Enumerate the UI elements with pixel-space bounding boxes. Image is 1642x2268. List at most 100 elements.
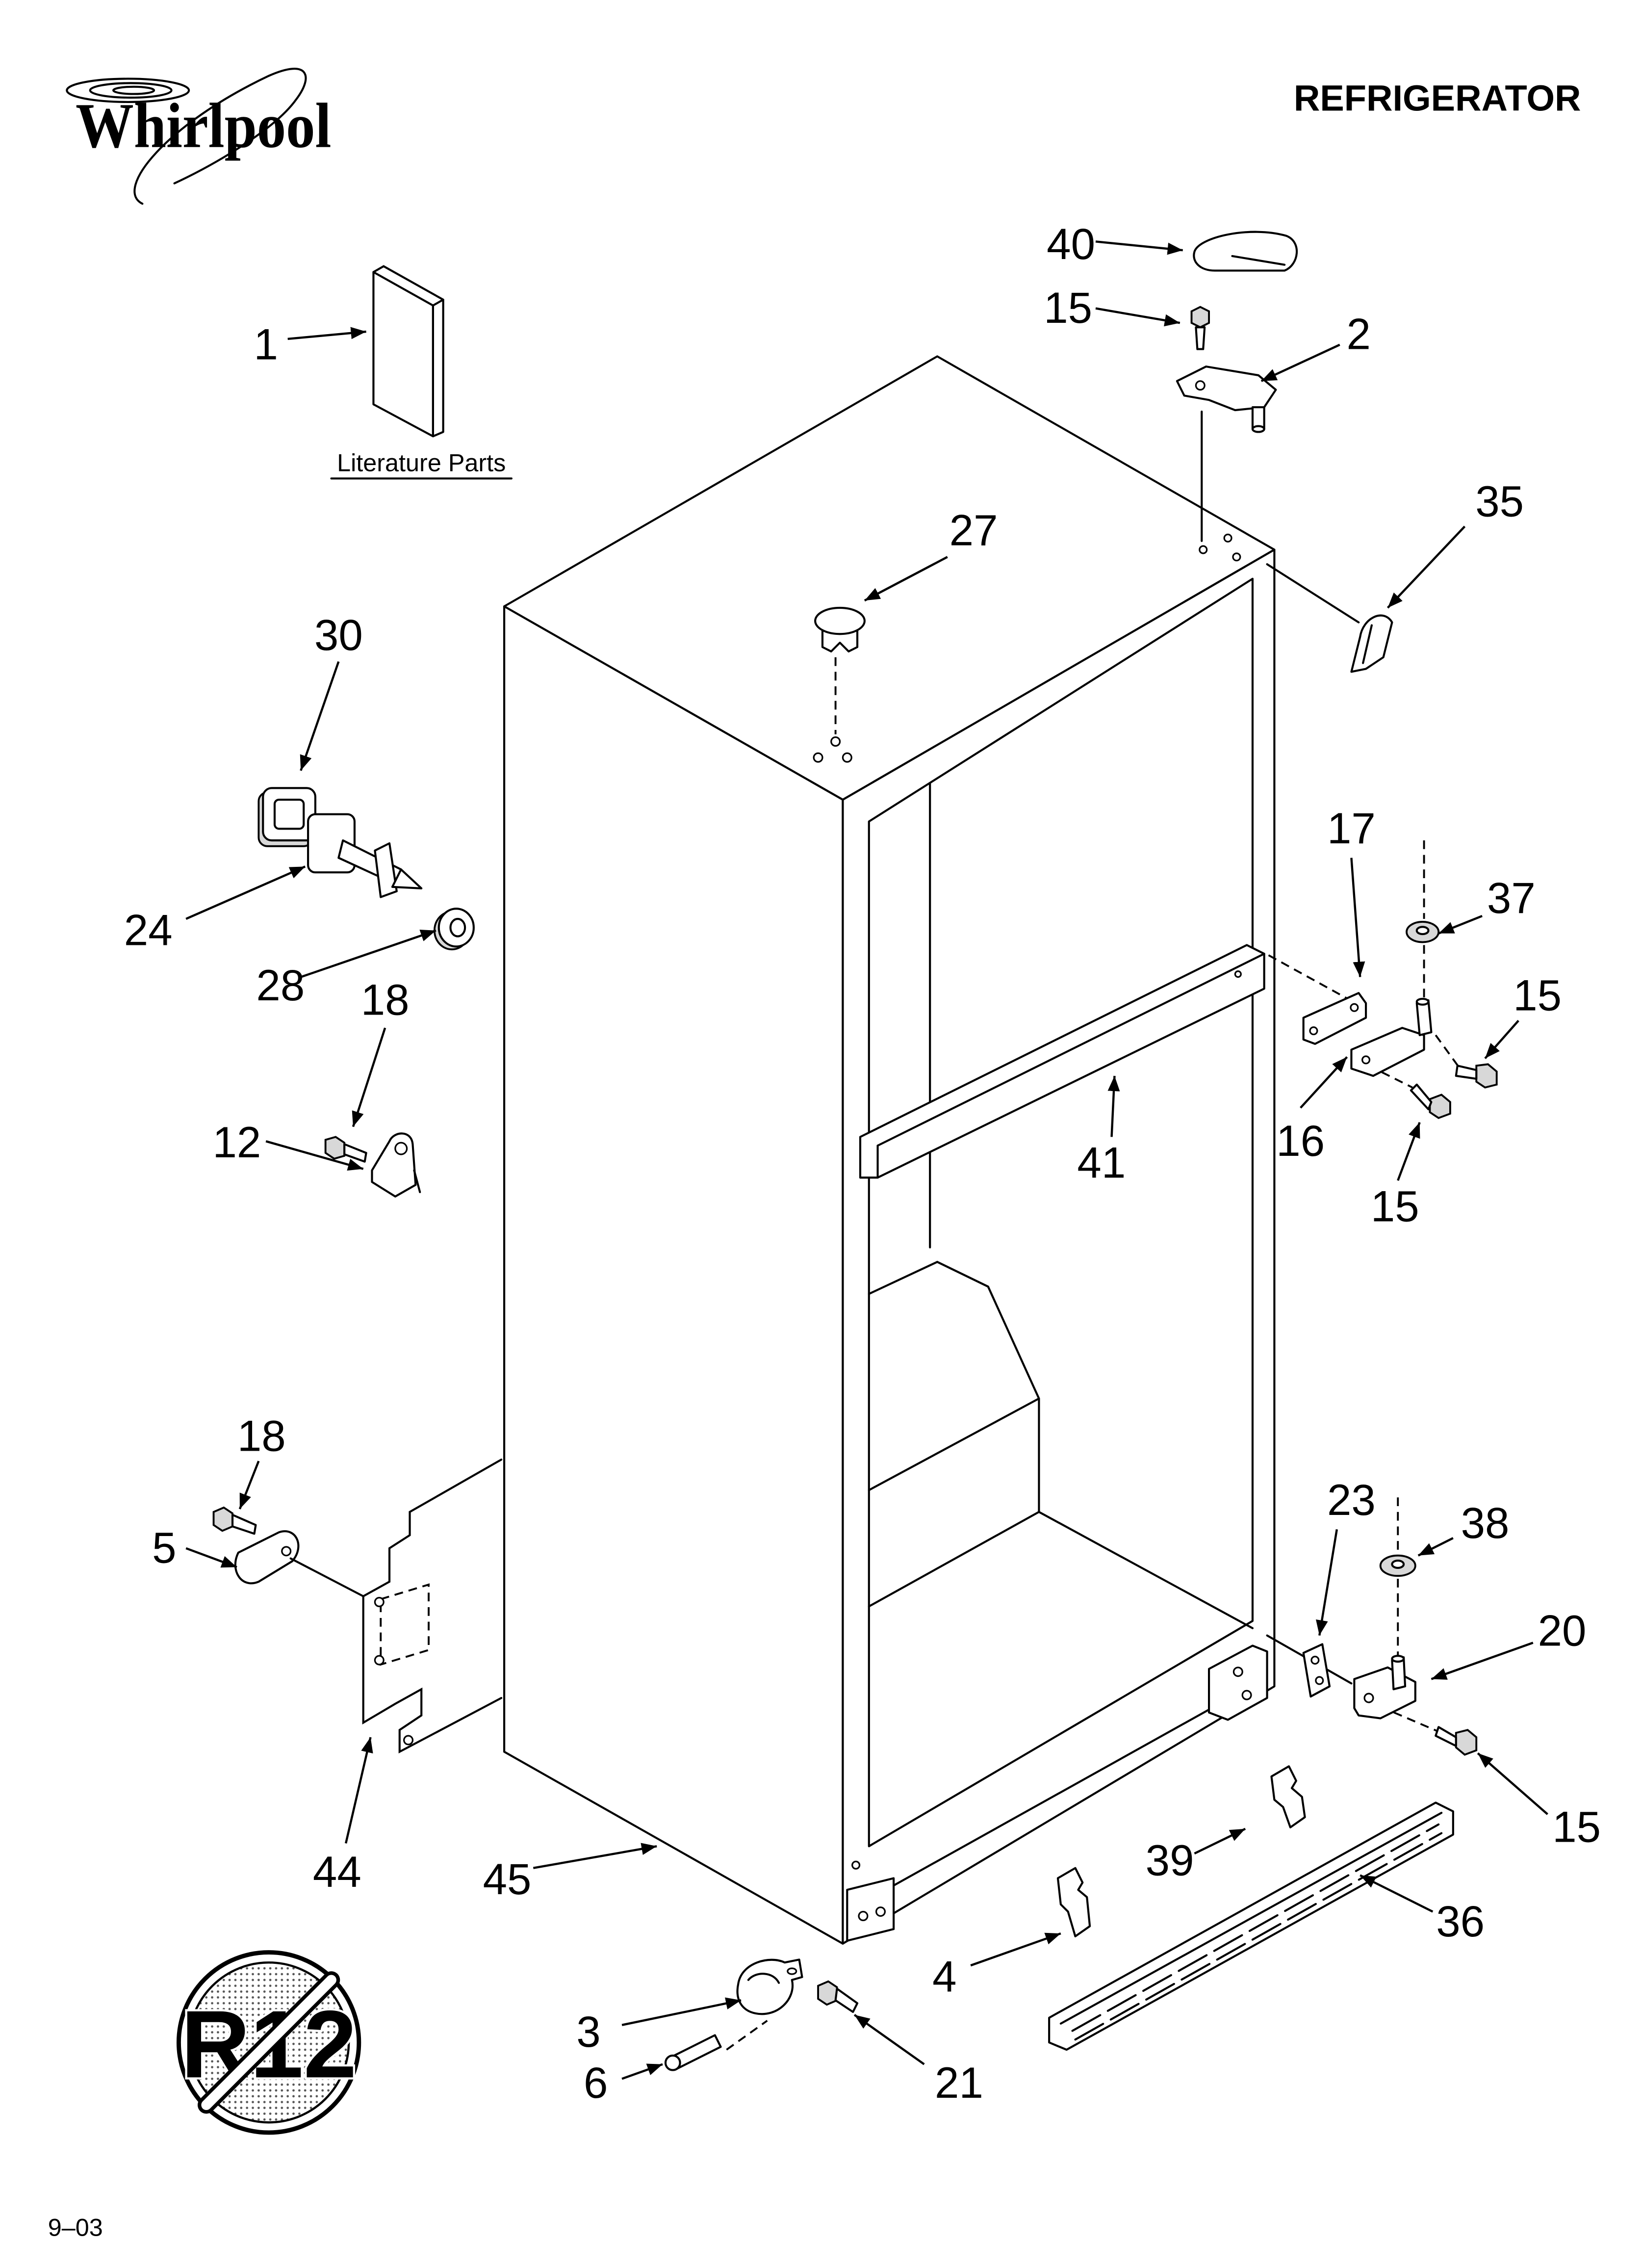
pin-head bbox=[664, 2054, 681, 2071]
screw-shank bbox=[1435, 1726, 1457, 1747]
callout-label-41: 41 bbox=[1077, 1138, 1126, 1187]
callout-label-17: 17 bbox=[1327, 804, 1376, 853]
callout-arrow-17 bbox=[1350, 858, 1365, 977]
callout-arrow-36 bbox=[1360, 1874, 1434, 1913]
shim-hole bbox=[1350, 1003, 1359, 1012]
cabinet-interior-edge-1 bbox=[868, 1397, 1040, 1491]
callout-arrow-39 bbox=[1194, 1827, 1246, 1855]
cabinet-top-hole bbox=[1199, 545, 1208, 554]
callout-arrow-35 bbox=[1386, 525, 1466, 609]
callout-label-21: 21 bbox=[935, 2059, 983, 2107]
bracket-hole bbox=[394, 1142, 408, 1155]
part-35-top-trim bbox=[1266, 563, 1393, 673]
hinge-hole bbox=[1195, 380, 1206, 391]
callout-arrow-3 bbox=[621, 1997, 742, 2026]
booklet-top-edge bbox=[372, 265, 444, 301]
callout-label-36: 36 bbox=[1436, 1897, 1485, 1946]
screw-shank bbox=[1195, 326, 1206, 350]
part-24-shaft-assembly bbox=[307, 813, 423, 898]
shaft-flange bbox=[374, 842, 398, 898]
part-2-top-hinge bbox=[1176, 365, 1277, 542]
part-44-side-panel bbox=[362, 1459, 503, 1754]
callout-arrow-40 bbox=[1095, 240, 1183, 255]
part-1-literature bbox=[372, 265, 444, 438]
callout-label-28: 28 bbox=[256, 961, 305, 1010]
page-title: REFRIGERATOR bbox=[1294, 78, 1581, 119]
part-21-screw bbox=[817, 1980, 859, 2013]
panel-hole bbox=[403, 1735, 414, 1746]
mount-hole bbox=[1241, 1690, 1252, 1700]
clamp-alignment-line bbox=[289, 1557, 364, 1597]
screw-shank bbox=[231, 1513, 257, 1535]
grille-slots-lower bbox=[1074, 1832, 1443, 2041]
mount-hole bbox=[1232, 1667, 1243, 1677]
gasket-inner bbox=[273, 798, 305, 830]
panel-dashed-cutout bbox=[380, 1583, 430, 1666]
screw-shank bbox=[834, 1987, 859, 2013]
callout-arrow-41 bbox=[1107, 1075, 1120, 1137]
bar-edge bbox=[876, 953, 1265, 1147]
cabinet-plug-hole bbox=[842, 752, 852, 763]
part-37-washer bbox=[1406, 921, 1440, 943]
trim-body bbox=[1350, 614, 1393, 673]
part-18-screw-upper bbox=[324, 1136, 367, 1163]
callout-arrow-18-a bbox=[352, 1027, 386, 1127]
mount-hole bbox=[875, 1906, 886, 1917]
mount-hole bbox=[858, 1910, 869, 1922]
part-30-gasket bbox=[257, 787, 317, 847]
logo-swoosh bbox=[133, 68, 307, 205]
callout-arrow-28 bbox=[300, 929, 436, 978]
screw-head bbox=[1475, 1063, 1498, 1089]
callout-label-15-b: 15 bbox=[1513, 971, 1562, 1020]
callout-label-20: 20 bbox=[1538, 1606, 1587, 1655]
callout-label-15-d: 15 bbox=[1552, 1802, 1601, 1851]
callout-arrow-4 bbox=[970, 1932, 1061, 1967]
shim-plate bbox=[1302, 1643, 1331, 1698]
shim-hole bbox=[1310, 1656, 1320, 1665]
plug-cap bbox=[814, 606, 866, 635]
cabinet-top-hole bbox=[1223, 533, 1232, 543]
callout-arrow-18-b bbox=[238, 1460, 260, 1510]
date-code: 9–03 bbox=[48, 2213, 103, 2241]
callout-arrow-15-b bbox=[1484, 1019, 1519, 1059]
callout-label-2: 2 bbox=[1347, 310, 1371, 359]
center-hinge-plate bbox=[1350, 1027, 1425, 1077]
hinge-cover-body bbox=[1193, 231, 1298, 272]
callout-arrows bbox=[185, 240, 1548, 2080]
bottom-hinge-hole bbox=[1363, 1693, 1374, 1703]
panel-hole bbox=[374, 1597, 385, 1608]
clamp-body bbox=[234, 1530, 300, 1585]
center-hinge-pin-top bbox=[1415, 997, 1430, 1006]
part-17-hinge-shim bbox=[1302, 992, 1367, 1045]
literature-parts-label: Literature Parts bbox=[337, 448, 506, 476]
lower-hinge-dashed-screw bbox=[1380, 1706, 1442, 1734]
grille-slots-upper bbox=[1071, 1823, 1440, 2032]
hinge-dashed-line-bar bbox=[1268, 954, 1357, 1004]
part-45-cabinet bbox=[503, 355, 1276, 1945]
callout-arrow-27 bbox=[864, 556, 948, 602]
cabinet-bottom-left-mount bbox=[846, 1860, 895, 1942]
callout-arrow-15-a bbox=[1095, 307, 1180, 327]
shaft-tip bbox=[391, 868, 423, 889]
grille-top-edge bbox=[1059, 1812, 1443, 2025]
roller-bracket-curve bbox=[747, 1973, 780, 1984]
screw-head bbox=[212, 1506, 233, 1532]
part-20-bottom-hinge bbox=[1353, 1655, 1416, 1720]
screw-shank bbox=[343, 1143, 367, 1163]
callout-arrow-5 bbox=[185, 1547, 237, 1568]
logo-swirl-outer bbox=[66, 78, 190, 103]
r12-prohibited-badge: R12 bbox=[176, 1950, 361, 2135]
callout-arrow-15-c bbox=[1397, 1122, 1421, 1181]
callout-arrow-20 bbox=[1431, 1642, 1534, 1680]
cabinet-plug-hole bbox=[830, 736, 841, 747]
callout-label-24: 24 bbox=[124, 906, 173, 954]
callout-arrow-44 bbox=[344, 1737, 373, 1844]
callout-labels: 1 40 15 2 35 27 30 24 28 18 12 17 37 15 … bbox=[124, 220, 1601, 2107]
logo-wordmark: Whirlpool bbox=[76, 91, 331, 161]
shim-hole bbox=[1309, 1026, 1318, 1036]
logo-swirl-middle bbox=[89, 82, 173, 99]
clamp-hole bbox=[281, 1546, 292, 1557]
screw-head bbox=[324, 1136, 346, 1160]
panel-outline bbox=[362, 1459, 503, 1754]
